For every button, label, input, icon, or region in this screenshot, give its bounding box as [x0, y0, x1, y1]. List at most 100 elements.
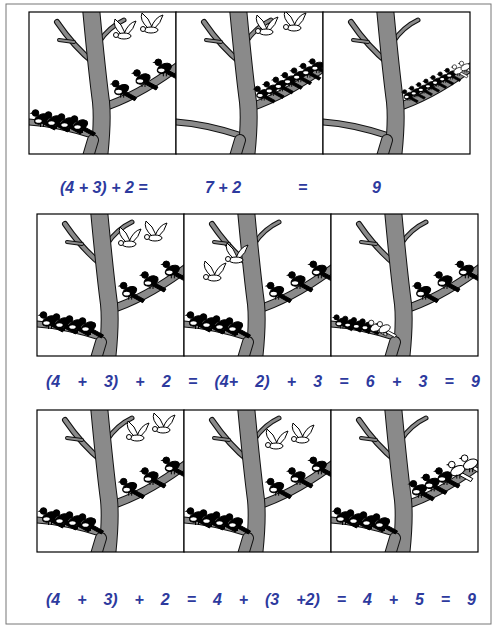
bird-feet — [49, 325, 52, 329]
perched-bird — [139, 468, 166, 488]
perched-bird — [69, 116, 96, 136]
bird-beak — [64, 318, 67, 320]
bird-head — [417, 83, 421, 87]
bird-feet — [470, 468, 473, 472]
bird-head — [267, 282, 274, 289]
tree-trunk-outline — [95, 342, 101, 356]
bird-wing — [153, 413, 164, 428]
bird-head — [310, 457, 317, 464]
bird-body — [144, 27, 158, 33]
perched-bird — [459, 455, 478, 475]
bird-feet — [429, 88, 431, 91]
bird-head — [163, 457, 170, 464]
bird-beak — [198, 316, 201, 318]
bird-feet — [62, 327, 65, 331]
bird-head — [449, 461, 456, 468]
bird-feet — [297, 481, 300, 485]
bird-belly — [203, 519, 209, 523]
flying-bird — [119, 227, 142, 247]
bird-feet — [222, 329, 225, 333]
bird-belly — [115, 90, 121, 94]
bird-feet — [423, 296, 426, 300]
bird-head — [163, 261, 170, 268]
bird-head — [53, 314, 60, 321]
bird-head — [267, 478, 274, 485]
bird-feet — [341, 325, 343, 328]
bird-head — [200, 510, 207, 517]
tree-trunk — [389, 342, 395, 356]
panel-border — [29, 12, 176, 154]
bird-feet — [343, 521, 346, 525]
bird-feet — [235, 331, 238, 335]
bird-wing — [284, 12, 295, 26]
bird-feet — [276, 296, 279, 300]
bird-belly — [460, 271, 466, 275]
perched-bird — [433, 272, 460, 292]
bird-head — [204, 275, 209, 280]
bird-belly — [216, 325, 222, 329]
bird-head — [445, 68, 449, 72]
bird-feet — [150, 285, 153, 289]
bird-wing — [145, 221, 156, 236]
bird-feet — [382, 527, 385, 531]
bird-head — [120, 478, 127, 485]
bird-feet — [142, 83, 145, 87]
bird-head — [200, 314, 207, 321]
bird-belly — [439, 477, 445, 481]
bird-head — [452, 65, 456, 69]
bird-belly — [337, 517, 343, 521]
bird-body — [287, 25, 301, 31]
bird-beak — [358, 514, 361, 516]
panel — [331, 406, 486, 558]
bird-beak — [446, 464, 449, 466]
bird-beak — [458, 63, 460, 64]
bird-wing — [266, 429, 277, 444]
bird-body — [117, 33, 131, 39]
tree-branch-outline — [176, 122, 242, 136]
bird-feet — [196, 521, 199, 525]
bird-head — [127, 435, 132, 440]
bird-head — [187, 508, 194, 515]
bird-feet — [422, 91, 424, 94]
tree-trunk-outline — [389, 342, 395, 356]
tree-trunk — [389, 538, 395, 552]
bird-beak — [289, 70, 291, 72]
bird-feet — [436, 84, 438, 87]
bird-belly — [376, 523, 382, 527]
bird-head — [71, 116, 78, 123]
bird-head — [410, 481, 417, 488]
bird-belly — [433, 82, 437, 84]
bird-beak — [454, 263, 457, 265]
bird-belly — [229, 523, 235, 527]
perched-bird — [118, 282, 145, 302]
bird-feet — [457, 475, 460, 479]
bird-belly — [48, 121, 54, 125]
bird-feet — [121, 94, 124, 98]
bird-head — [438, 72, 442, 76]
tree-twig — [67, 438, 82, 440]
flying-bird — [141, 13, 164, 33]
bird-feet — [297, 285, 300, 289]
bird-head — [292, 437, 297, 442]
tree-branch — [248, 64, 323, 108]
tree-trunk-outline — [385, 12, 396, 154]
bird-head — [187, 312, 194, 319]
bird-head — [155, 59, 162, 66]
bird-wing — [256, 15, 267, 30]
bird-beak — [38, 314, 41, 316]
bird-head — [141, 27, 146, 32]
tree-trunk-outline — [87, 140, 93, 154]
bird-feet — [418, 494, 421, 498]
bird-beak — [433, 470, 436, 472]
bird-belly — [158, 69, 164, 73]
bird-wing — [127, 421, 138, 436]
tree-twig — [214, 438, 229, 440]
bird-beak — [307, 61, 309, 63]
bird-feet — [443, 81, 445, 84]
bird-belly — [137, 79, 143, 83]
perched-bird — [371, 514, 398, 534]
bird-beak — [420, 476, 423, 478]
flying-bird — [284, 12, 307, 31]
bird-feet — [62, 523, 65, 527]
bird-belly — [56, 519, 62, 523]
